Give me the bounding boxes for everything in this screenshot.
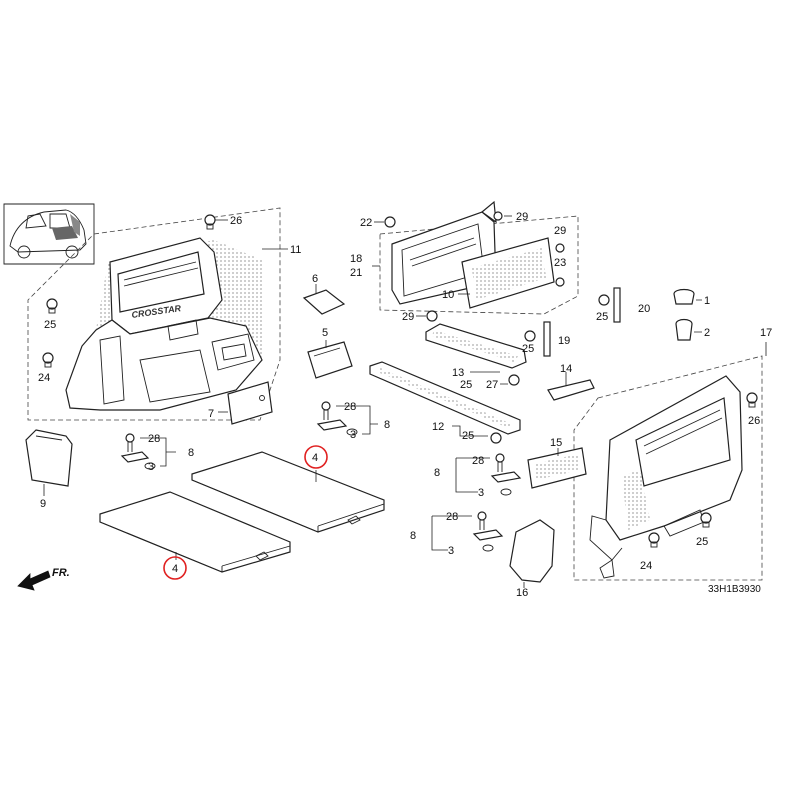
callout-labels: 1 2 3 3 3 3 4 4 5 6 7 8 8 8 8 9 10 11 12…	[38, 211, 772, 599]
callout-28: 28	[446, 511, 458, 523]
callout-1: 1	[704, 295, 710, 307]
callout-10: 10	[442, 289, 454, 301]
callout-29: 29	[516, 211, 528, 223]
part-15-bracket	[527, 447, 587, 489]
floor-board-front	[99, 491, 291, 573]
callout-26: 26	[230, 215, 242, 227]
callout-25: 25	[44, 319, 56, 331]
callout-3: 3	[478, 487, 484, 499]
callout-14: 14	[560, 363, 572, 375]
part-9-panel	[25, 429, 73, 496]
callout-28: 28	[148, 433, 160, 445]
callout-13: 13	[452, 367, 464, 379]
part-6-clip-cover	[302, 284, 346, 315]
callout-18: 18	[350, 253, 362, 265]
callout-19: 19	[558, 335, 570, 347]
part-7-cover	[218, 381, 273, 425]
callout-29: 29	[554, 225, 566, 237]
part-12-sill-trim	[369, 361, 521, 444]
callout-3: 3	[350, 429, 356, 441]
callout-12: 12	[432, 421, 444, 433]
callout-4: 4	[312, 452, 318, 464]
part-16-panel	[509, 519, 555, 588]
callout-24: 24	[38, 372, 50, 384]
floor-board-rear	[191, 451, 385, 533]
callout-15: 15	[550, 437, 562, 449]
fasteners-right	[648, 392, 758, 548]
vehicle-thumbnail	[3, 203, 95, 265]
callout-8: 8	[384, 419, 390, 431]
highlight-circle-part-4-rear	[304, 445, 328, 469]
callout-6: 6	[312, 273, 318, 285]
callout-28: 28	[344, 401, 356, 413]
callout-29: 29	[402, 311, 414, 323]
part-14-cover	[547, 372, 595, 401]
callout-25: 25	[522, 343, 534, 355]
callout-8: 8	[410, 530, 416, 542]
left-quarter-trim: CROSSTAR	[27, 207, 288, 421]
callout-25: 25	[462, 430, 474, 442]
callout-5: 5	[322, 327, 328, 339]
reference-code: 33H1B3930	[708, 584, 761, 595]
part-5-lid	[307, 340, 353, 379]
callout-3: 3	[148, 461, 154, 473]
callout-22: 22	[360, 217, 372, 229]
callout-4: 4	[172, 563, 178, 575]
fasteners-left	[42, 214, 378, 470]
callout-9: 9	[40, 498, 46, 510]
callout-2: 2	[704, 327, 710, 339]
part-13-scuff-plate	[425, 323, 527, 386]
callout-25: 25	[460, 379, 472, 391]
right-quarter-trim	[573, 342, 767, 581]
callout-17: 17	[760, 327, 772, 339]
callout-25: 25	[596, 311, 608, 323]
fasteners-center-upper	[374, 211, 565, 322]
callout-23: 23	[554, 257, 566, 269]
callout-16: 16	[516, 587, 528, 599]
callout-26: 26	[748, 415, 760, 427]
callout-11: 11	[290, 244, 301, 256]
part-10-panel	[458, 237, 555, 309]
callout-3: 3	[448, 545, 454, 557]
fasteners-center-lower	[431, 453, 522, 552]
front-direction-arrow: FR.	[17, 567, 70, 591]
callout-24: 24	[640, 560, 652, 572]
callout-27: 27	[486, 379, 498, 391]
callout-21: 21	[350, 267, 362, 279]
callout-8: 8	[434, 467, 440, 479]
small-parts-right-upper	[524, 287, 702, 357]
callout-20: 20	[638, 303, 650, 315]
highlight-circle-part-4-front	[163, 556, 187, 580]
callout-8: 8	[188, 447, 194, 459]
callout-7: 7	[208, 408, 214, 420]
front-marker-label: FR.	[52, 567, 70, 579]
callout-25: 25	[696, 536, 708, 548]
callout-28: 28	[472, 455, 484, 467]
